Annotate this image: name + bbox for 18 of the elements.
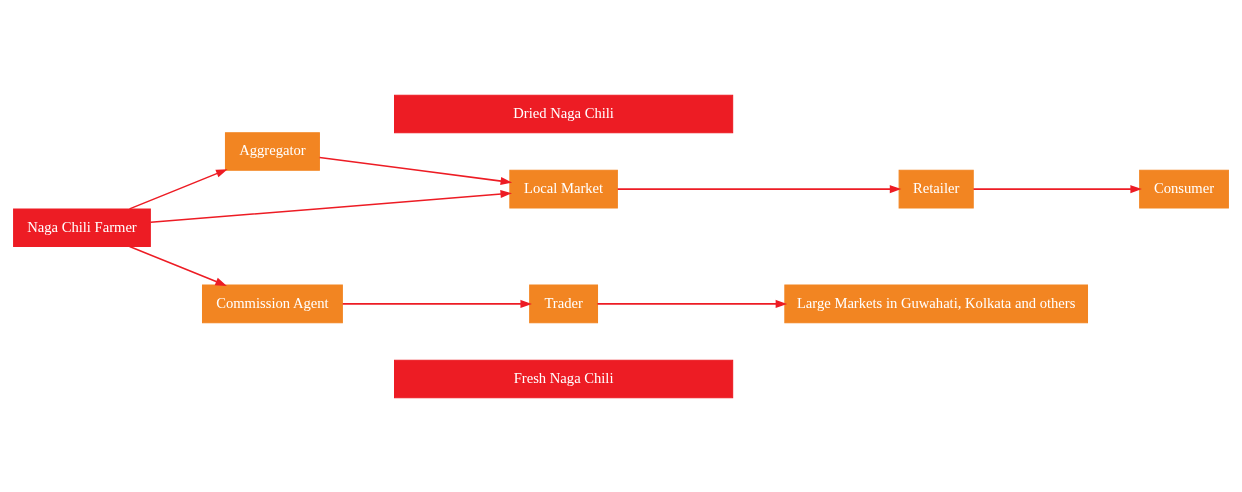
arrow [972, 184, 1142, 193]
arrow [341, 299, 532, 308]
node-box: Aggregator [224, 131, 320, 171]
node-box: Trader [529, 284, 599, 323]
arrow [128, 245, 227, 286]
node-box: Fresh Naga Chili [394, 359, 734, 398]
node-box: Naga Chili Farmer [13, 207, 151, 247]
node-box: Local Market [509, 169, 618, 208]
arrow [596, 299, 788, 308]
arrow [128, 168, 228, 210]
arrow [616, 184, 902, 193]
node-box: Large Markets in Guwahati, Kolkata and others [784, 284, 1088, 323]
arrow [318, 156, 513, 185]
node-box: Retailer [898, 169, 974, 208]
node-box: Dried Naga Chili [394, 94, 734, 133]
arrow [149, 189, 512, 223]
node-box: Commission Agent [202, 284, 343, 323]
node-box: Consumer [1139, 169, 1229, 208]
